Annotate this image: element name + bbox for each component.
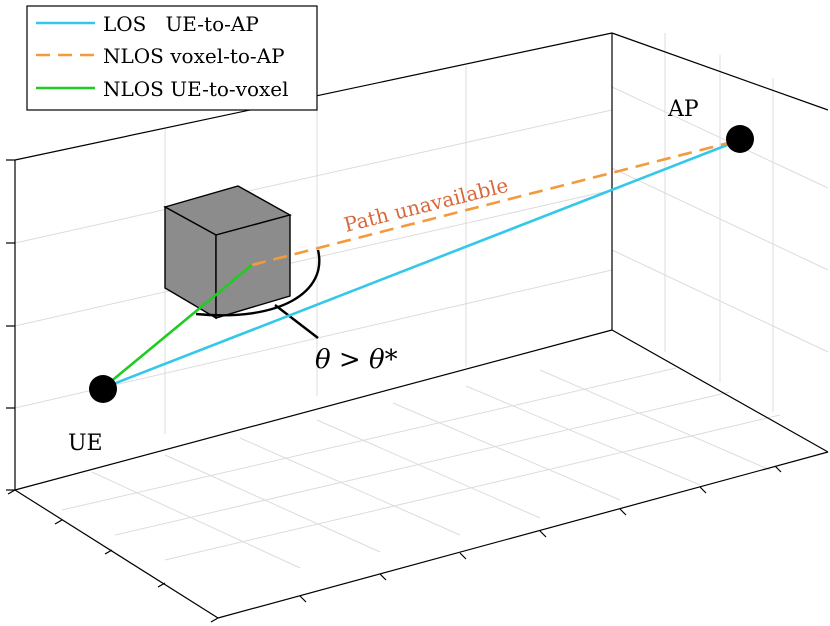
ue-label: UE [68,431,103,456]
angle-indicator [195,249,321,339]
axes-frame [14,32,829,619]
voxel-cube [163,185,292,320]
nlos-ue-to-voxel-line [102,263,253,390]
ue-node [89,375,117,403]
right-wall-grid [611,33,829,412]
legend-label-nlos-voxel-ap: NLOS voxel-to-AP [103,44,285,68]
angle-label: θ > θ* [315,345,398,375]
floor-grid [61,367,781,569]
nlos-voxel-to-ap-line [251,138,741,267]
ap-label: AP [667,97,699,122]
legend: LOS UE-to-AP NLOS voxel-to-AP NLOS UE-to… [26,5,318,111]
ap-node [726,125,754,153]
legend-label-nlos-ue-voxel: NLOS UE-to-voxel [103,77,289,101]
path-unavailable-label: Path unavailable [341,173,510,237]
cube-right-face [215,214,291,319]
los-ue-to-ap-line [102,138,741,390]
legend-label-los: LOS UE-to-AP [103,12,259,36]
axis-ticks [6,159,782,623]
